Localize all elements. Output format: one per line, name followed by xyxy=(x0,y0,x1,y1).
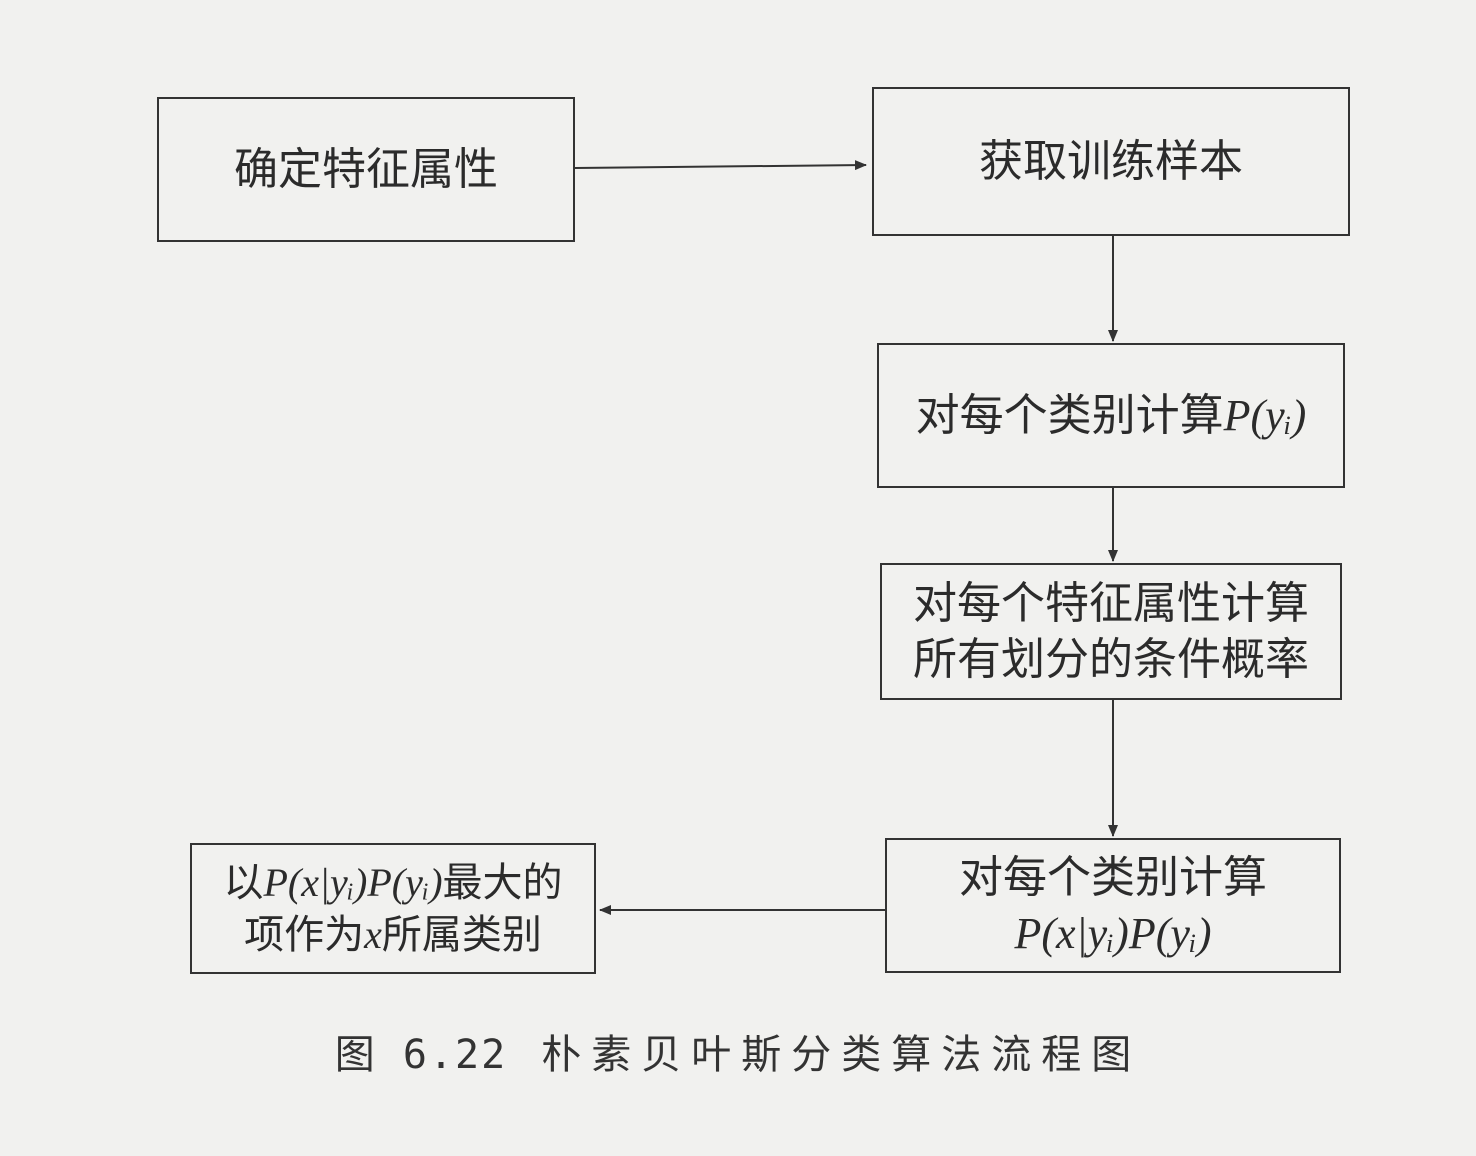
decide-formula: P(x|yᵢ)P(yᵢ) xyxy=(263,859,443,905)
prior-formula: P(yᵢ) xyxy=(1223,390,1307,440)
step-compute-posterior: 对每个类别计算 P(x|yᵢ)P(yᵢ) xyxy=(885,838,1341,973)
step-compute-prior-label: 对每个类别计算 xyxy=(915,389,1224,441)
step-decide-class: 以P(x|yᵢ)P(yᵢ)最大的 项作为x所属类别 xyxy=(190,843,596,974)
decide-prefix: 以 xyxy=(223,859,264,906)
figure-title: 朴素贝叶斯分类算法流程图 xyxy=(541,1032,1142,1078)
step-determine-features-label: 确定特征属性 xyxy=(234,143,498,195)
step-compute-conditional: 对每个特征属性计算 所有划分的条件概率 xyxy=(880,563,1342,700)
figure-caption: 图 6.22 朴素贝叶斯分类算法流程图 xyxy=(0,1022,1476,1080)
decide-variable: x xyxy=(364,911,382,957)
decide-line2-prefix: 项作为 xyxy=(244,911,365,958)
step-get-samples: 获取训练样本 xyxy=(872,87,1350,236)
step-get-samples-label: 获取训练样本 xyxy=(979,135,1243,187)
figure-number: 图 6.22 xyxy=(334,1032,508,1078)
step-compute-prior: 对每个类别计算P(yᵢ) xyxy=(877,343,1345,488)
step-compute-conditional-line2: 所有划分的条件概率 xyxy=(913,633,1309,685)
step-compute-posterior-line1: 对每个类别计算 xyxy=(959,851,1267,903)
step-determine-features: 确定特征属性 xyxy=(157,97,575,242)
posterior-formula: P(x|yᵢ)P(yᵢ) xyxy=(1014,908,1212,958)
arrow-features-to-samples xyxy=(574,160,867,171)
decide-line2-suffix: 所属类别 xyxy=(381,911,542,958)
decide-suffix: 最大的 xyxy=(442,859,563,906)
step-compute-conditional-line1: 对每个特征属性计算 xyxy=(913,577,1309,629)
